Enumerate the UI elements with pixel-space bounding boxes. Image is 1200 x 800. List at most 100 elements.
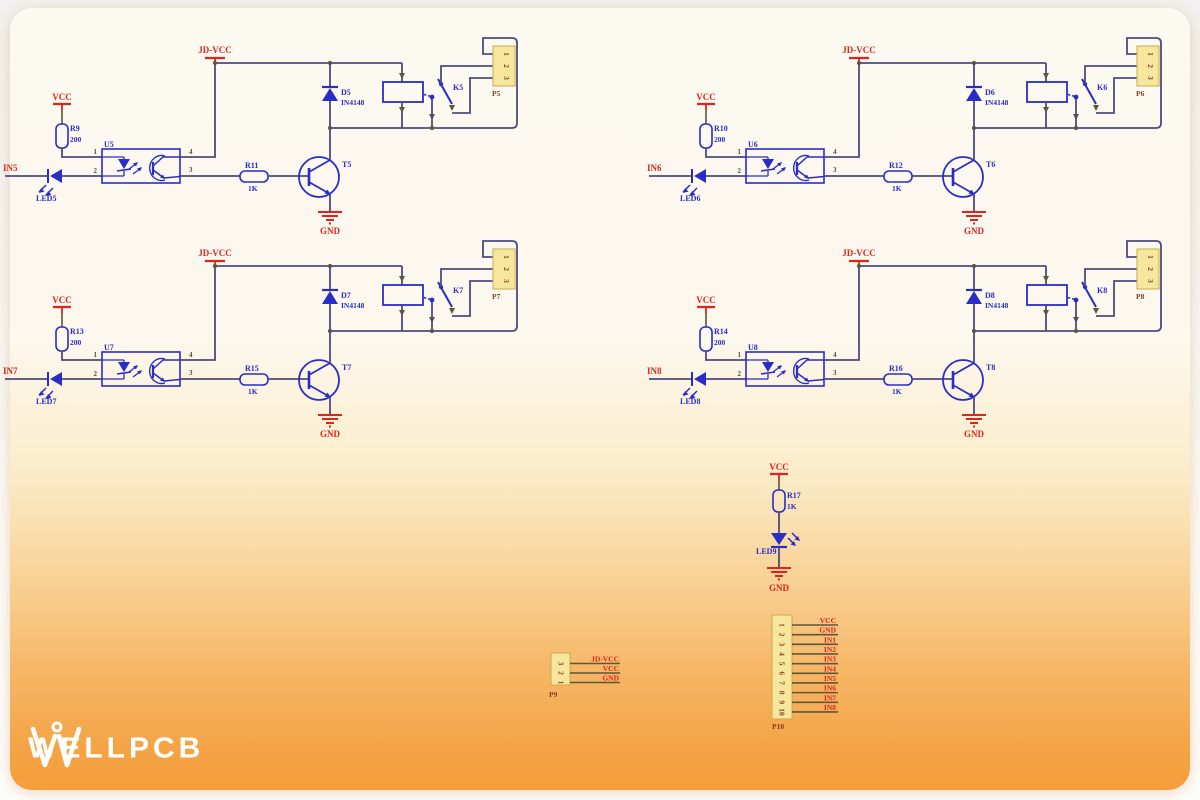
vcc-power-symbol: VCC	[52, 92, 72, 110]
connector-pin-number: 5	[778, 662, 787, 666]
diode-value: IN4148	[985, 98, 1009, 107]
diode-value: IN4148	[341, 98, 365, 107]
relay-designator: K8	[1097, 286, 1107, 295]
relay-driver-block: JD-VCC VCC R9 200 IN5 LED5	[3, 37, 518, 236]
net-label: GND	[819, 626, 836, 635]
net-label-jdvcc: JD-VCC	[842, 45, 876, 55]
connector-pin-number: 1	[557, 681, 566, 685]
resistor-value: 1K	[892, 387, 902, 396]
npn-transistor-symbol: T8	[942, 359, 995, 401]
pin-number: 3	[833, 369, 837, 377]
resistor-symbol: R10 200	[699, 123, 728, 149]
optocoupler-symbol: U6 1 2 4 3	[738, 140, 837, 184]
connector-pin-number: 3	[557, 662, 566, 666]
connector-pin-number: 2	[557, 671, 566, 675]
transistor-designator: T5	[342, 160, 351, 169]
flyback-diode-symbol: D6 IN4148	[966, 63, 1009, 128]
connector-pin-number: 1	[1146, 52, 1155, 56]
relay-symbol: K6	[1026, 63, 1107, 128]
net-label: IN1	[824, 635, 836, 644]
pin-number: 4	[833, 148, 837, 156]
net-label: JD-VCC	[591, 655, 619, 664]
vcc-power-symbol: VCC	[696, 92, 716, 110]
gnd-symbol: GND	[962, 414, 986, 439]
connector-pin-number: 1	[502, 255, 511, 259]
connector-pin-number: 4	[778, 652, 787, 656]
jdvcc-power-symbol: JD-VCC	[198, 248, 232, 266]
relay-symbol: K5	[382, 63, 463, 128]
relay-driver-block: JD-VCC VCC R13 200 IN7 LED7	[3, 240, 518, 439]
resistor-designator: R10	[714, 124, 728, 133]
connector-3pin: 1 2 3 P5	[492, 45, 516, 98]
led-designator: LED8	[680, 397, 700, 406]
npn-transistor-symbol: T5	[298, 156, 351, 198]
optocoupler-designator: U8	[748, 343, 758, 352]
pin-number: 3	[833, 166, 837, 174]
vcc-power-symbol: VCC	[52, 295, 72, 313]
connector-pin-number: 1	[502, 52, 511, 56]
resistor-value: 1K	[248, 387, 258, 396]
pin-number: 3	[189, 369, 193, 377]
diode-designator: D7	[341, 291, 351, 300]
connector-3pin: 1 2 3 P7	[492, 248, 516, 301]
connector-pin-number: 1	[1146, 255, 1155, 259]
net-label-vcc: VCC	[696, 295, 716, 305]
resistor-value: 1K	[787, 502, 797, 511]
pin-number: 4	[189, 148, 193, 156]
connector-3pin: 1 2 3 P6	[1136, 45, 1160, 98]
gnd-symbol: GND	[767, 567, 791, 593]
junction-dot	[429, 328, 435, 334]
pin-number: 3	[189, 166, 193, 174]
net-label-input: IN6	[647, 163, 662, 173]
resistor-symbol: R11 1K	[239, 161, 269, 193]
flyback-diode-symbol: D8 IN4148	[966, 266, 1009, 331]
jdvcc-power-symbol: JD-VCC	[198, 45, 232, 63]
connector-pin-number: 3	[502, 279, 511, 283]
connector-pin-number: 6	[778, 671, 787, 675]
resistor-designator: R11	[245, 161, 258, 170]
pin-number: 2	[738, 370, 742, 378]
net-label: GND	[602, 674, 619, 683]
diode-designator: D5	[341, 88, 351, 97]
net-label-input: IN5	[3, 163, 18, 173]
connector-pin-number: 7	[778, 681, 787, 685]
optocoupler-symbol: U5 1 2 4 3	[94, 140, 193, 184]
net-label: IN6	[824, 684, 836, 693]
input-led-symbol: LED7	[36, 372, 62, 406]
resistor-symbol: R14 200	[699, 326, 728, 352]
pin-number: 4	[189, 351, 193, 359]
transistor-designator: T7	[342, 363, 351, 372]
resistor-symbol: R9 200	[55, 123, 82, 149]
pin-number: 4	[833, 351, 837, 359]
resistor-value: 200	[714, 338, 726, 347]
net-label: VCC	[603, 664, 619, 673]
resistor-symbol: R15 1K	[239, 364, 269, 396]
pin-number: 1	[738, 148, 742, 156]
junction-dot	[856, 263, 862, 269]
net-label-jdvcc: JD-VCC	[198, 248, 232, 258]
junction-dot	[856, 60, 862, 66]
connector-designator: P8	[1136, 292, 1145, 301]
net-label-vcc: VCC	[769, 462, 789, 472]
resistor-designator: R14	[714, 327, 728, 336]
resistor-designator: R9	[70, 124, 80, 133]
junction-dot	[212, 263, 218, 269]
jdvcc-power-symbol: JD-VCC	[842, 45, 876, 63]
relay-symbol: K7	[382, 266, 463, 331]
gnd-symbol: GND	[318, 414, 342, 439]
net-label: IN2	[824, 645, 836, 654]
net-label-jdvcc: JD-VCC	[842, 248, 876, 258]
resistor-value: 200	[714, 135, 726, 144]
net-label-vcc: VCC	[52, 92, 72, 102]
relay-designator: K6	[1097, 83, 1107, 92]
resistor-symbol: R13 200	[55, 326, 84, 352]
optocoupler-designator: U7	[104, 343, 114, 352]
diode-value: IN4148	[985, 301, 1009, 310]
connector-pin-number: 3	[778, 642, 787, 646]
connector-pin-number: 1	[778, 623, 787, 627]
diode-value: IN4148	[341, 301, 365, 310]
junction-dot	[429, 125, 435, 131]
npn-transistor-symbol: T6	[942, 156, 995, 198]
